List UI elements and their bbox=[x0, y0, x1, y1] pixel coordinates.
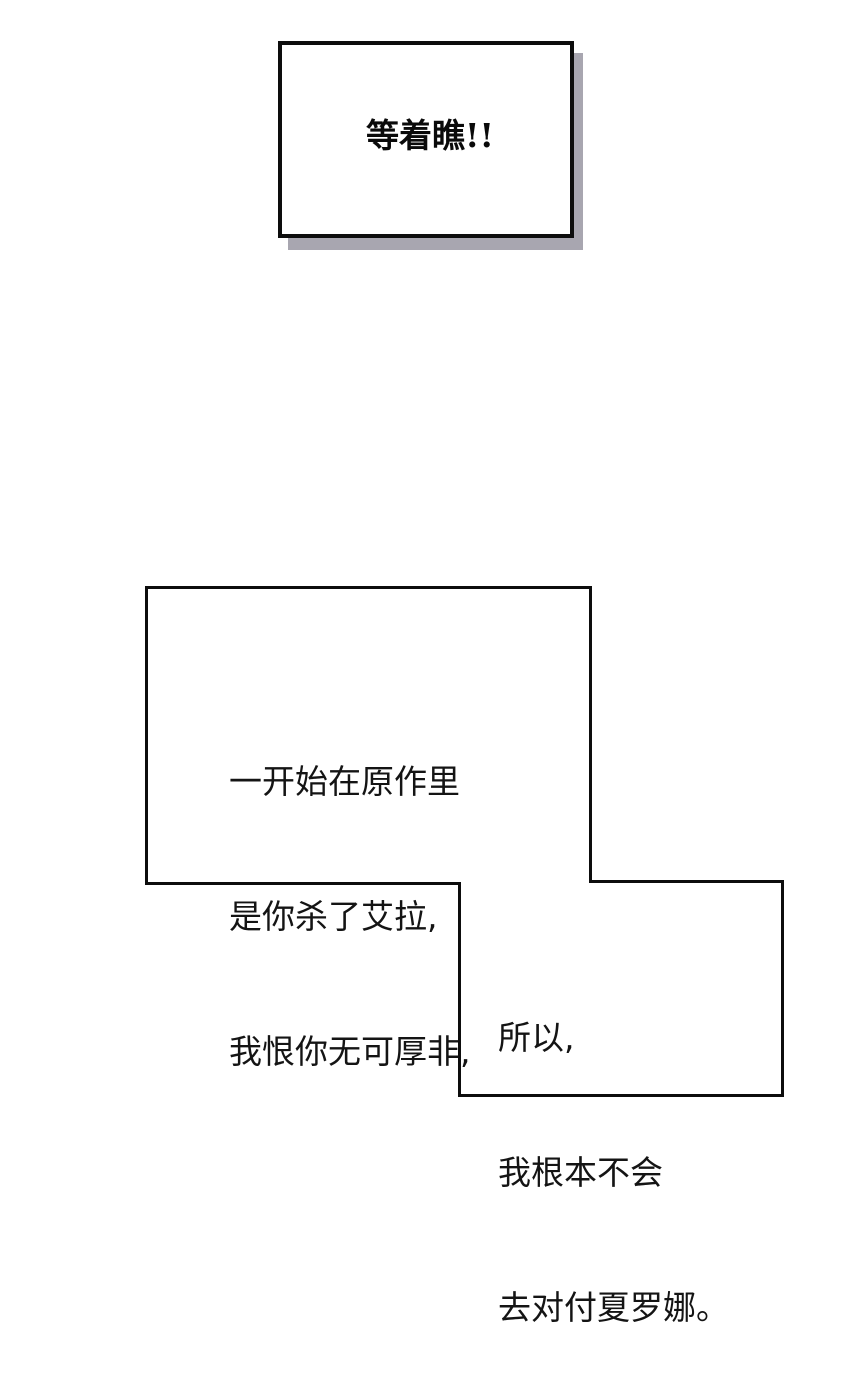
narration-line: 我恨你无可厚非, bbox=[229, 1032, 471, 1071]
narration-line: 我根本不会 bbox=[498, 1153, 663, 1192]
narration-lower-text: 所以, 我根本不会 去对付夏罗娜。 bbox=[498, 925, 729, 1375]
narration-line: 一开始在原作里 bbox=[229, 762, 460, 801]
narration-line: 所以, bbox=[498, 1018, 575, 1057]
narration-box-outline bbox=[145, 586, 784, 1097]
narration-upper-text: 一开始在原作里 是你杀了艾拉, 我恨你无可厚非, bbox=[229, 669, 471, 1119]
caption-text: 等着瞧!! bbox=[366, 115, 494, 155]
caption-box: 等着瞧!! bbox=[278, 41, 574, 238]
narration-line: 去对付夏罗娜。 bbox=[498, 1288, 729, 1327]
narration-line: 是你杀了艾拉, bbox=[229, 897, 438, 936]
